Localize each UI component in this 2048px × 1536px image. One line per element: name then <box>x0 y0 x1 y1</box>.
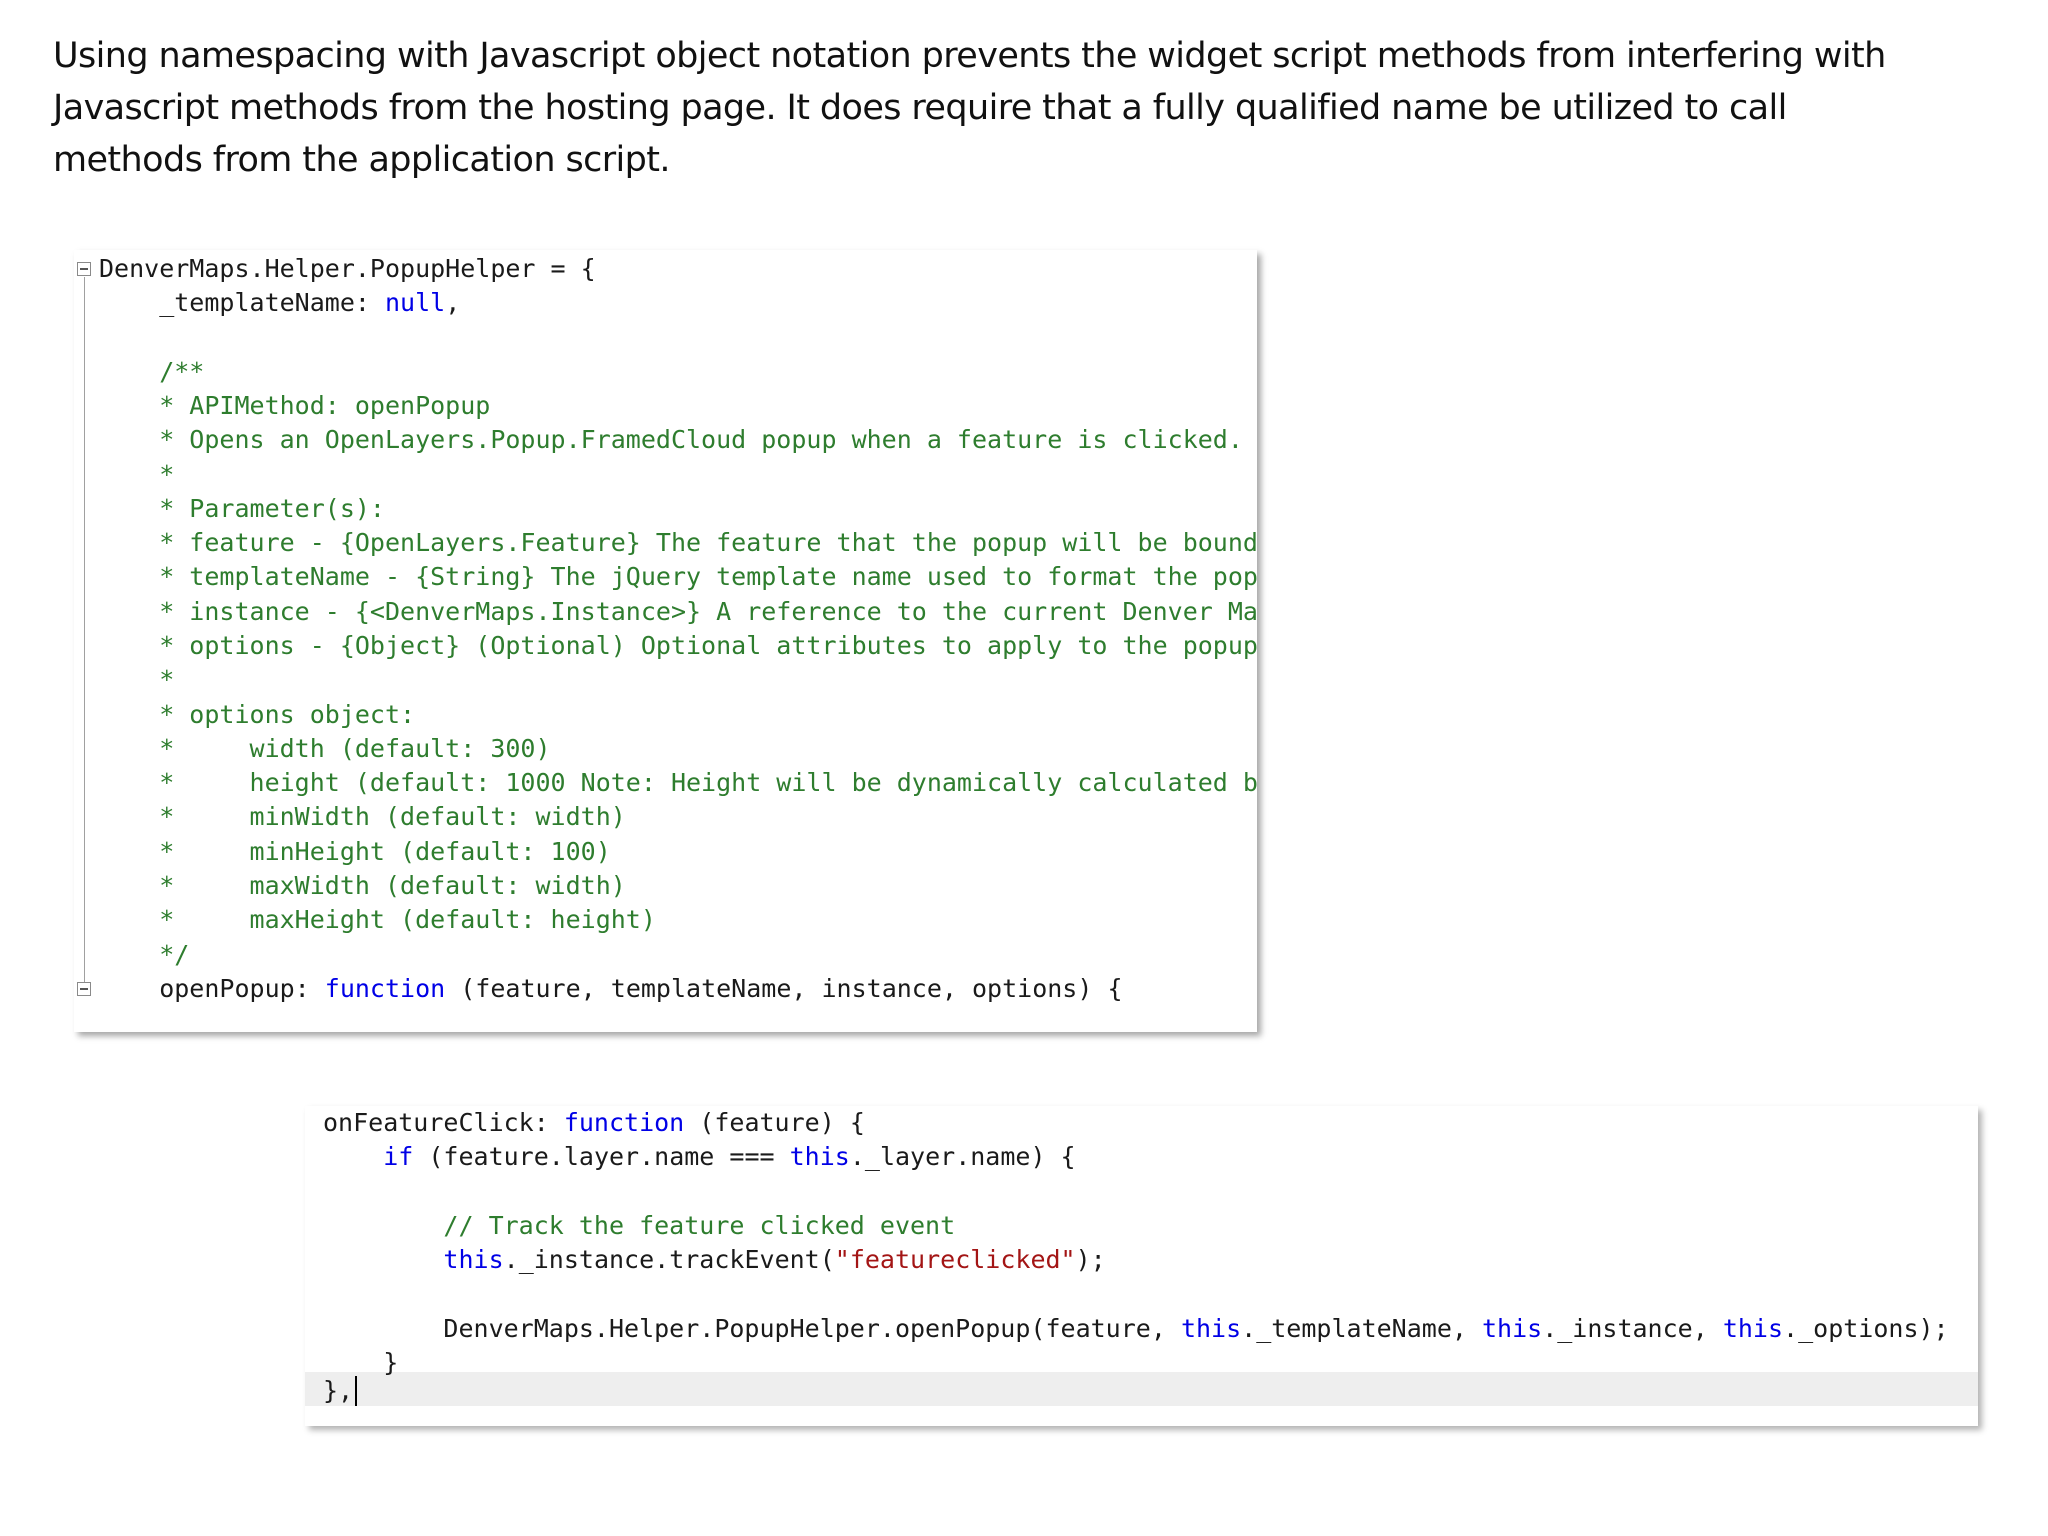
code-line: this._instance.trackEvent("featureclicke… <box>443 1245 1106 1274</box>
comment-line: // Track the feature clicked event <box>323 1211 956 1240</box>
code-line: DenverMaps.Helper.PopupHelper = { <box>99 254 596 283</box>
comment-line: * width (default: 300) <box>99 734 551 763</box>
code-line: }, <box>323 1376 354 1405</box>
comment-line: * Opens an OpenLayers.Popup.FramedCloud … <box>99 425 1243 454</box>
comment-line: * Parameter(s): <box>99 494 385 523</box>
intro-line: Javascript methods from the hosting page… <box>53 88 1787 128</box>
current-line-highlight <box>305 1372 1978 1406</box>
code-line: openPopup: function (feature, templateNa… <box>99 974 1123 1003</box>
comment-line: * maxHeight (default: height) <box>99 905 656 934</box>
code-screenshot-on-feature-click: onFeatureClick: function (feature) { if … <box>305 1106 1978 1426</box>
comment-line: * <box>99 665 175 694</box>
comment-line: * options object: <box>99 700 416 729</box>
text-caret <box>355 1376 357 1406</box>
comment-line: * minWidth (default: width) <box>99 802 626 831</box>
collapse-toggle-icon[interactable] <box>77 262 91 276</box>
intro-paragraph: Using namespacing with Javascript object… <box>53 30 2003 186</box>
code-line: } <box>323 1348 399 1377</box>
code-line: if (feature.layer.name === this._layer.n… <box>383 1142 1076 1171</box>
comment-line: * templateName - {String} The jQuery tem… <box>99 562 1257 591</box>
comment-line: */ <box>99 940 190 969</box>
fold-guide <box>84 277 85 982</box>
comment-line: * maxWidth (default: width) <box>99 871 626 900</box>
code-screenshot-popup-helper: DenverMaps.Helper.PopupHelper = { _templ… <box>74 250 1257 1032</box>
comment-line: /** <box>99 357 205 386</box>
intro-line: Using namespacing with Javascript object… <box>53 36 1886 76</box>
code-line: DenverMaps.Helper.PopupHelper.openPopup(… <box>323 1314 1949 1343</box>
comment-line: * height (default: 1000 Note: Height wil… <box>99 768 1257 797</box>
comment-line: * instance - {<DenverMaps.Instance>} A r… <box>99 597 1257 626</box>
intro-line: methods from the application script. <box>53 140 671 180</box>
code-line: onFeatureClick: function (feature) { <box>323 1108 865 1137</box>
comment-line: * APIMethod: openPopup <box>99 391 491 420</box>
comment-line: * options - {Object} (Optional) Optional… <box>99 631 1257 660</box>
comment-line: * <box>99 460 175 489</box>
comment-line: * feature - {OpenLayers.Feature} The fea… <box>99 528 1257 557</box>
comment-line: * minHeight (default: 100) <box>99 837 611 866</box>
collapse-toggle-icon[interactable] <box>77 982 91 996</box>
code-line: _templateName: null, <box>99 288 461 317</box>
